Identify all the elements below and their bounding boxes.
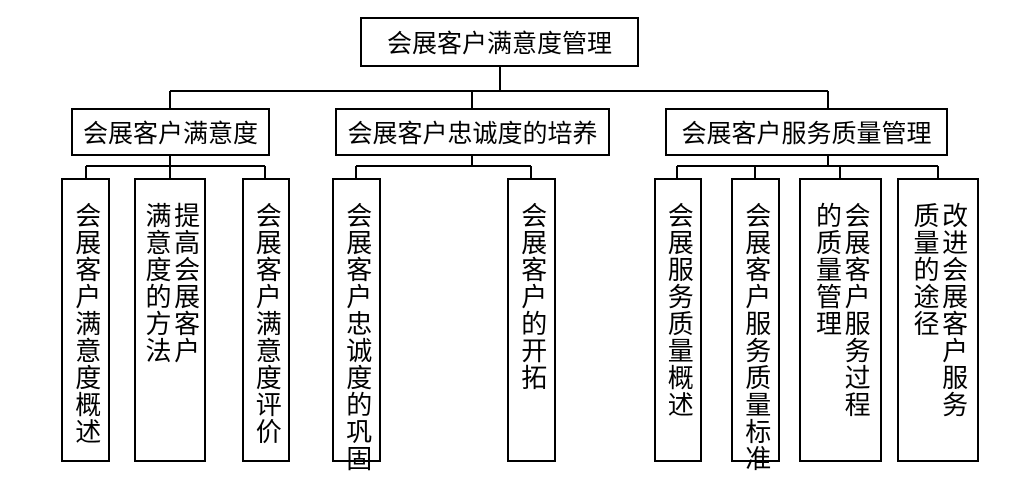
leaf-label: 会展客户满意度评价 [251,202,282,445]
leaf-service-quality-standards: 会展客户服务质量标准 [731,178,780,472]
node-label: 会展客户满意度 [82,119,258,148]
leaf-label: 会展客户忠诚度的巩固 [341,202,372,472]
leaf-label: 会展客户满意度概述 [70,202,101,445]
leaf-satisfaction-evaluation: 会展客户满意度评价 [242,178,290,462]
node-service-quality-management: 会展客户服务质量管理 [665,108,948,156]
leaf-satisfaction-overview: 会展客户满意度概述 [61,178,110,462]
node-label: 会展客户服务质量管理 [681,119,932,148]
node-label: 会展客户忠诚度的培养 [347,119,598,148]
leaf-improve-satisfaction: 提高会展客户 满意度的方法 [134,178,206,462]
leaf-customer-development: 会展客户的开拓 [507,178,556,462]
leaf-label: 会展客户的开拓 [516,202,547,391]
leaf-process-quality-management: 会展客户服务过程 的质量管理 [799,178,882,462]
leaf-label: 会展服务质量概述 [663,202,694,418]
leaf-label: 提高会展客户 满意度的方法 [141,202,200,364]
leaf-quality-improvement-ways: 改进会展客户服务 质量的途径 [897,178,979,462]
leaf-label: 会展客户服务过程 的质量管理 [811,202,871,418]
leaf-label: 会展客户服务质量标准 [740,202,771,472]
leaf-loyalty-consolidation: 会展客户忠诚度的巩固 [332,178,381,472]
root-node-label: 会展客户满意度管理 [386,29,612,58]
root-node: 会展客户满意度管理 [360,17,639,67]
leaf-label: 改进会展客户服务 质量的途径 [909,202,968,418]
node-customer-satisfaction: 会展客户满意度 [71,108,270,156]
node-loyalty-cultivation: 会展客户忠诚度的培养 [335,108,610,156]
leaf-service-quality-overview: 会展服务质量概述 [654,178,702,462]
